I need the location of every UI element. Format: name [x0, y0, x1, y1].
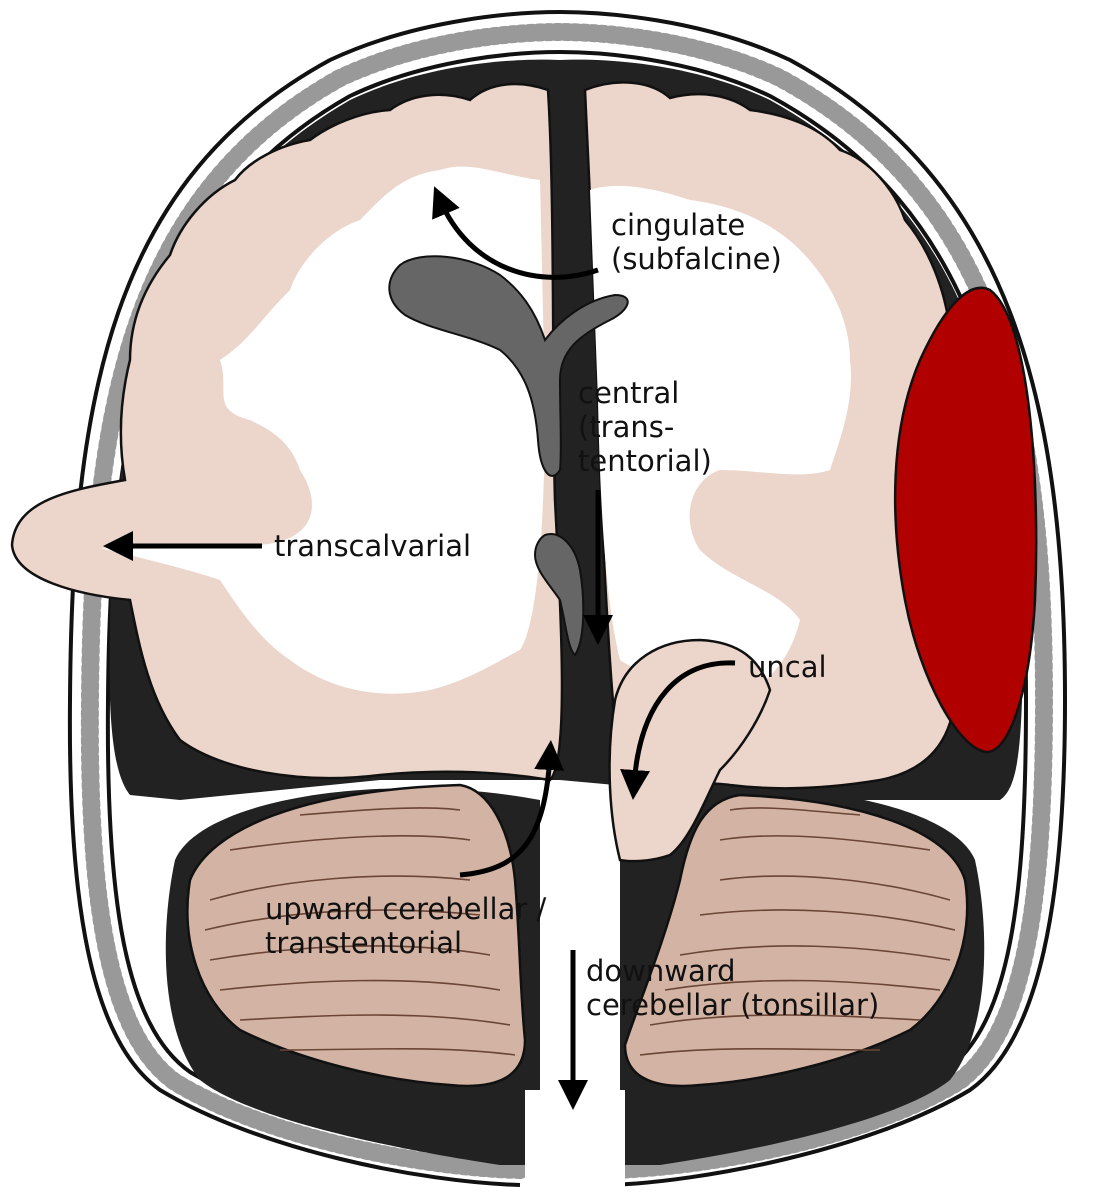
label-transcalvarial: transcalvarial: [274, 529, 471, 563]
label-uncal-line1: uncal: [748, 650, 827, 684]
label-central-line1: central: [578, 376, 680, 410]
cerebellum-folia-left: [204, 807, 516, 1056]
uncus: [608, 638, 772, 863]
label-central: central (trans- tentorial): [578, 376, 712, 478]
label-cingulate-line1: cingulate: [611, 208, 746, 242]
label-central-line3: tentorial): [578, 444, 712, 478]
label-uncal: uncal: [748, 650, 827, 684]
label-downward: downward cerebellar (tonsillar): [586, 954, 879, 1022]
arrow-uncal: [620, 660, 736, 800]
label-downward-line2: cerebellar (tonsillar): [586, 988, 880, 1022]
right-white-matter: [590, 185, 851, 701]
label-downward-line1: downward: [586, 954, 736, 988]
cerebellum-right: [623, 793, 969, 1088]
skull-diploe: [80, 22, 1054, 1179]
cerebellum-left: [186, 783, 527, 1088]
skull-inner: [105, 49, 1029, 1160]
label-upward: upward cerebellar / transtentorial: [265, 892, 546, 960]
lateral-ventricles: [388, 255, 629, 477]
arrow-upward-cerebellar: [459, 740, 565, 878]
temporal-horn: [533, 533, 585, 657]
arrow-cingulate: [432, 186, 599, 280]
label-cingulate: cingulate (subfalcine): [611, 208, 782, 276]
label-central-line2: (trans-: [578, 410, 675, 444]
label-transcalvarial-line1: transcalvarial: [274, 529, 472, 563]
epidural-hematoma: [893, 286, 1038, 754]
cerebellum-folia-right: [639, 807, 956, 1056]
label-upward-line1: upward cerebellar /: [265, 892, 547, 926]
label-upward-line2: transtentorial: [265, 926, 463, 960]
falx: [548, 62, 585, 160]
label-cingulate-line2: (subfalcine): [611, 242, 782, 276]
brainstem-gap: [525, 1090, 625, 1198]
